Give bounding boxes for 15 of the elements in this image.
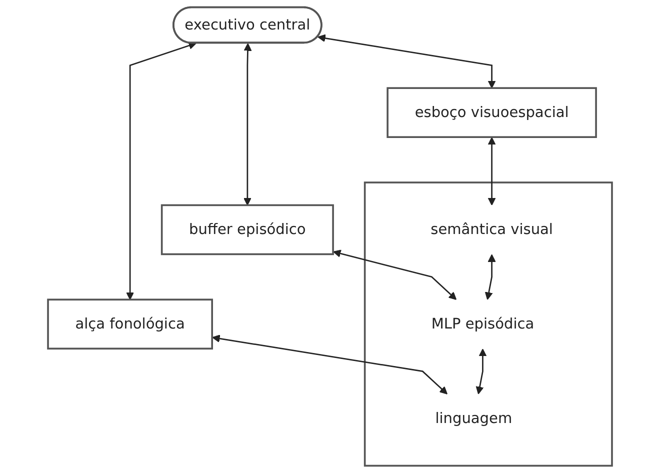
arrow: [488, 137, 496, 206]
node-box: alça fonológica: [47, 298, 213, 350]
arrow: [212, 334, 448, 394]
node-text: linguagem: [435, 409, 512, 427]
arrow: [318, 34, 496, 88]
arrow: [243, 43, 252, 206]
node-text: MLP episódica: [431, 315, 534, 332]
cluster: [364, 182, 613, 467]
node-box: esboço visuoespacial: [386, 87, 597, 138]
node-box: buffer episódico: [160, 204, 334, 256]
node-text: semântica visual: [430, 220, 553, 238]
arrow: [484, 254, 496, 300]
arrow: [333, 250, 457, 300]
arrow: [126, 42, 196, 300]
arrow: [476, 348, 487, 394]
